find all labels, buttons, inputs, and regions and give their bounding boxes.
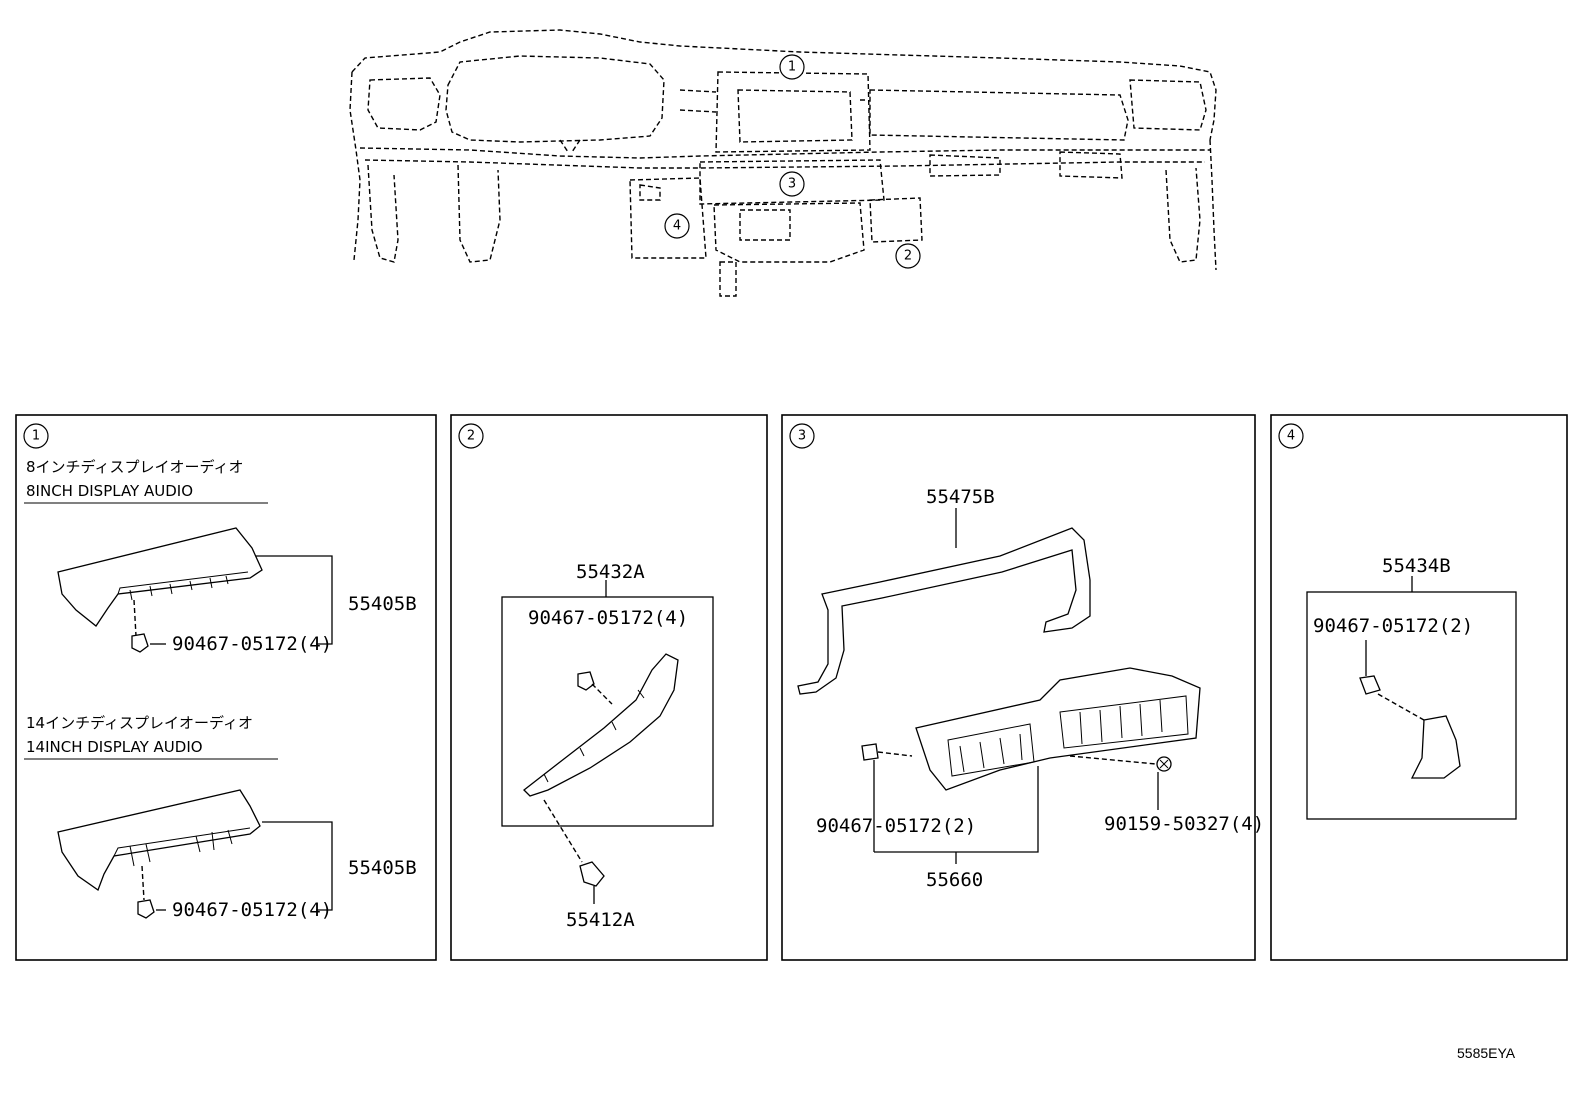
variant-1-part-clip: 90467-05172(4) bbox=[172, 633, 332, 655]
variant-2-part-clip: 90467-05172(4) bbox=[172, 899, 332, 921]
panel-3-clip bbox=[861, 743, 879, 761]
svg-text:3: 3 bbox=[798, 429, 806, 444]
panel-4: 4 55434B 90467-05172(2) bbox=[1270, 414, 1568, 961]
panel-3-bezel-part bbox=[797, 527, 1091, 695]
variant-2-clip bbox=[137, 899, 155, 919]
variant-1-part-main: 55405B bbox=[348, 593, 417, 615]
svg-text:2: 2 bbox=[904, 249, 912, 264]
panel-4-cover-part bbox=[1410, 715, 1461, 779]
panel-2-clip bbox=[577, 671, 595, 691]
variant-1-label-en: 8INCH DISPLAY AUDIO bbox=[26, 482, 193, 500]
svg-text:2: 2 bbox=[467, 429, 475, 444]
panel-3: 3 55475B 90159-50327(4) 90467-05172(2) 5… bbox=[781, 414, 1264, 961]
svg-text:1: 1 bbox=[32, 429, 40, 444]
overview-callout-1[interactable]: 1 bbox=[779, 54, 805, 80]
variant-1-label-jp: 8インチディスプレイオーディオ bbox=[26, 458, 243, 476]
variant-1-cover-part bbox=[57, 527, 263, 627]
panel-4-part-clip: 90467-05172(2) bbox=[1313, 615, 1473, 637]
panel-2: 2 55432A 90467-05172(4) 55412A bbox=[450, 414, 768, 961]
panel-3-part-vent: 55660 bbox=[926, 869, 983, 891]
panel-3-part-bezel: 55475B bbox=[926, 486, 995, 508]
variant-2-label-jp: 14インチディスプレイオーディオ bbox=[26, 714, 253, 732]
panel-2-fastener bbox=[579, 861, 605, 887]
panel-1-badge: 1 bbox=[23, 423, 49, 449]
overview-callout-2[interactable]: 2 bbox=[895, 243, 921, 269]
variant-2-part-main: 55405B bbox=[348, 857, 417, 879]
variant-2-label-en: 14INCH DISPLAY AUDIO bbox=[26, 738, 203, 756]
svg-text:1: 1 bbox=[788, 60, 796, 75]
svg-text:3: 3 bbox=[788, 177, 796, 192]
overview-callout-3[interactable]: 3 bbox=[779, 171, 805, 197]
figure-code: 5585EYA bbox=[1457, 1045, 1516, 1061]
svg-text:4: 4 bbox=[673, 219, 681, 234]
panel-1: 1 8インチディスプレイオーディオ 8INCH DISPLAY AUDIO 55… bbox=[15, 414, 437, 961]
panel-2-part-clip: 90467-05172(4) bbox=[528, 607, 688, 629]
panel-4-part-main: 55434B bbox=[1382, 555, 1451, 577]
svg-text:4: 4 bbox=[1287, 429, 1295, 444]
panel-3-part-clip: 90467-05172(2) bbox=[816, 815, 976, 837]
variant-2-cover-part bbox=[57, 789, 261, 892]
panel-2-part-main: 55432A bbox=[576, 561, 645, 583]
instrument-panel-overview: 1 3 4 2 bbox=[349, 29, 1217, 297]
panel-3-screw bbox=[1156, 756, 1172, 772]
overview-callout-4[interactable]: 4 bbox=[664, 213, 690, 239]
panel-2-garnish-part bbox=[523, 653, 679, 797]
panel-3-vent-part bbox=[915, 667, 1201, 791]
panel-4-clip bbox=[1359, 675, 1381, 695]
panel-3-badge: 3 bbox=[789, 423, 815, 449]
panel-3-part-screw: 90159-50327(4) bbox=[1104, 813, 1264, 835]
panel-4-badge: 4 bbox=[1278, 423, 1304, 449]
panel-2-badge: 2 bbox=[458, 423, 484, 449]
variant-1-clip bbox=[131, 633, 149, 653]
panel-2-part-fastener: 55412A bbox=[566, 909, 635, 931]
